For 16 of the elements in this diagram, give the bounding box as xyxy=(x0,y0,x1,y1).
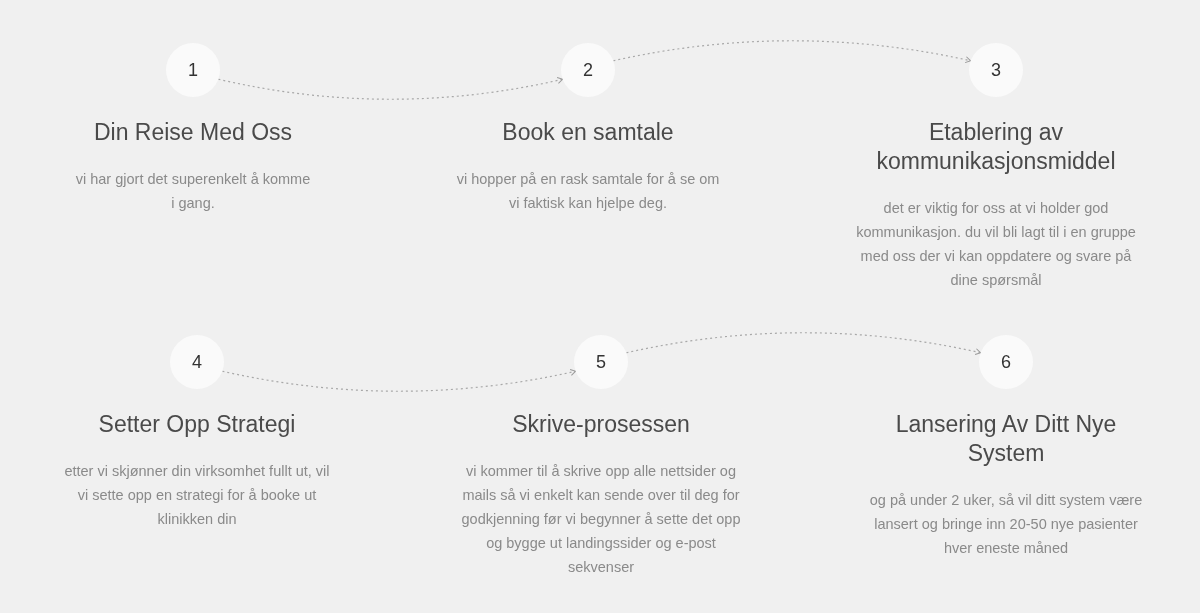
step-description: vi kommer til å skrive opp alle nettsider og mails så vi enkelt kan sende over til deg for godkjenning før vi begynner å sette det opp og bygge ut landingssider og e-post sekvenser xyxy=(461,462,741,577)
step-description: vi har gjort det superenkelt å komme i gang. xyxy=(74,170,312,213)
step-description: vi hopper på en rask samtale for å se om vi faktisk kan hjelpe deg. xyxy=(455,170,721,213)
step-description: og på under 2 uker, så vil ditt system være lansert og bringe inn 20-50 nye pasienter hver eneste måned xyxy=(868,491,1144,558)
step-title: Book en samtale xyxy=(501,118,675,147)
step-title: Din Reise Med Oss xyxy=(92,118,294,147)
curved-arrow xyxy=(221,368,577,392)
step-title: Skrive-prosessen xyxy=(511,410,691,439)
curved-arrow xyxy=(625,332,982,356)
step-description: det er viktig for oss at vi holder god kommunikasjon. du vil bli lagt til i en gruppe med oss der vi kan oppdatere og svare på dine spørsmål xyxy=(855,199,1137,290)
curved-arrow xyxy=(612,40,972,64)
curved-arrow xyxy=(217,76,564,100)
step-title: Setter Opp Strategi xyxy=(97,410,297,439)
step-title: Lansering Av Ditt Nye System xyxy=(894,410,1118,468)
step-description: etter vi skjønner din virksomhet fullt ut, vil vi sette opp en strategi for å booke ut klinikken din xyxy=(63,462,331,529)
step-title: Etablering av kommunikasjonsmiddel xyxy=(875,118,1117,176)
